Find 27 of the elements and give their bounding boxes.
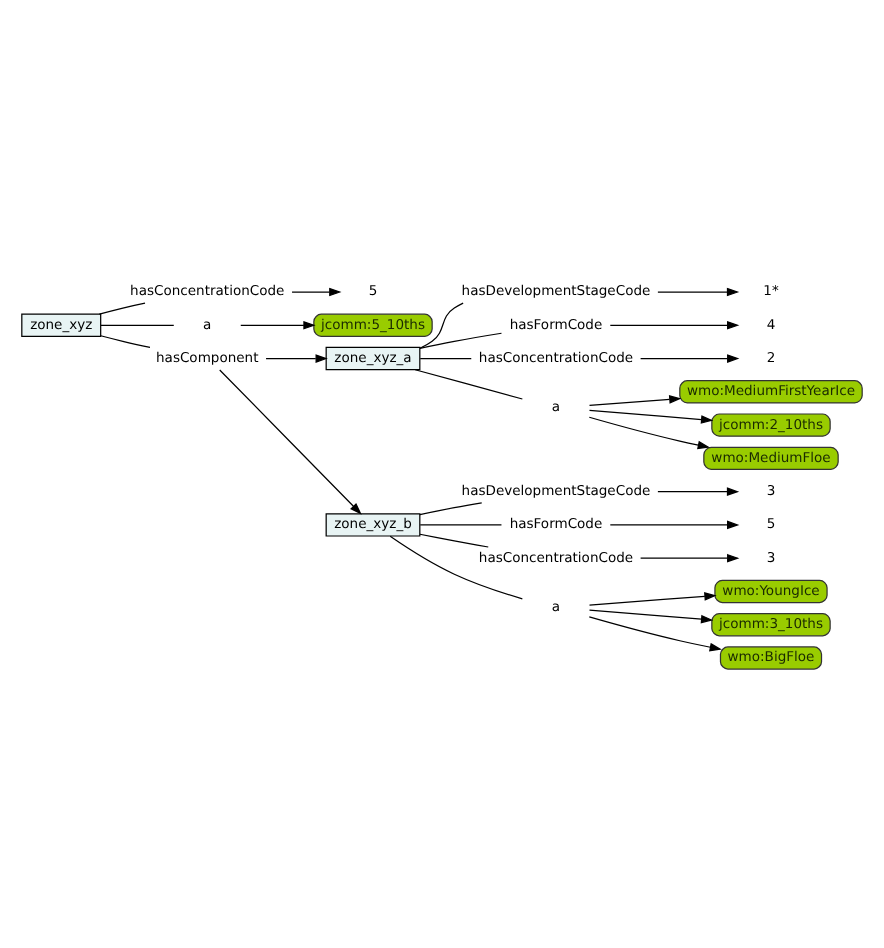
arrow — [219, 368, 362, 514]
connector — [100, 334, 151, 347]
connector — [414, 368, 523, 399]
arrow — [588, 408, 714, 423]
arrow — [657, 486, 740, 495]
connector — [100, 323, 175, 325]
arrow — [240, 319, 316, 329]
arrow — [588, 415, 710, 449]
arrow — [265, 353, 328, 362]
connector — [419, 301, 464, 348]
connector — [98, 301, 146, 314]
arrow — [657, 286, 740, 296]
connector — [419, 501, 483, 515]
arrow — [640, 552, 740, 562]
connector — [419, 532, 489, 547]
arrow — [291, 286, 342, 296]
arrow — [588, 394, 682, 406]
connector — [419, 356, 472, 359]
arrow — [609, 519, 740, 529]
arrow — [588, 591, 717, 605]
arrow — [588, 615, 722, 651]
arrow — [588, 608, 714, 623]
arrow — [609, 319, 740, 329]
connector — [389, 534, 523, 599]
arrow — [640, 353, 740, 362]
connector — [419, 331, 503, 348]
connector — [419, 523, 503, 525]
